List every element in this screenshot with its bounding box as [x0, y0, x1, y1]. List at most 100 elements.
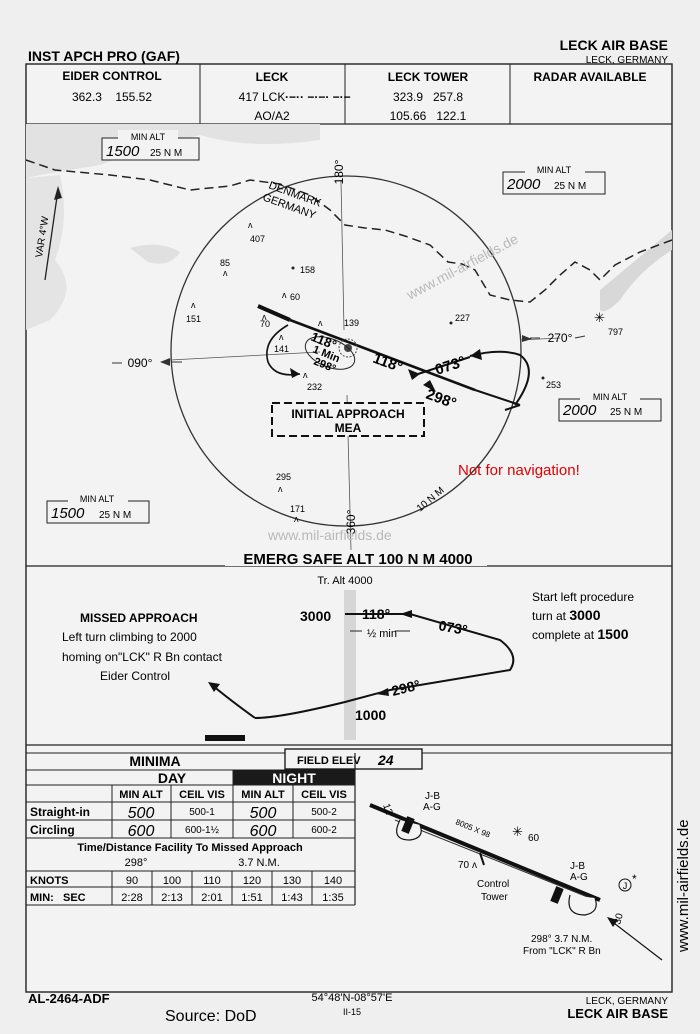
- col-night-min-alt: MIN ALT: [241, 789, 285, 801]
- comm-leck-freq: 417 LCK: [239, 90, 286, 104]
- airport-coordinates: 54°48'N-08°57'E: [312, 992, 393, 1004]
- comm-eider-label: EIDER CONTROL: [62, 69, 161, 83]
- knots-130: 130: [283, 875, 301, 887]
- aerodrome-course-note: 298° 3.7 N.M.: [531, 934, 592, 945]
- time-130: 1:43: [281, 892, 302, 904]
- time-140: 1:35: [322, 892, 343, 904]
- facility-title: Time/Distance Facility To Missed Approac…: [77, 842, 303, 854]
- runway-symbol: [257, 304, 291, 322]
- obstacle-icon: ʌ: [279, 332, 284, 342]
- circling-day-cv: 600-1½: [185, 825, 220, 836]
- comm-eider-freqs: 362.3 155.52: [72, 90, 152, 104]
- ten-nm-circle: [170, 175, 522, 527]
- min-alt-ne-label: MIN ALT: [537, 165, 572, 175]
- mea-label: MEA: [335, 421, 362, 435]
- time-120: 1:51: [241, 892, 262, 904]
- comm-leck-label: LECK: [256, 70, 289, 84]
- night-header: NIGHT: [272, 770, 316, 786]
- missed-approach-title: MISSED APPROACH: [80, 611, 198, 625]
- side-watermark: www.mil-airfields.de: [675, 819, 692, 953]
- field-elev-label: FIELD ELEV: [297, 755, 361, 767]
- elev-60: 60: [290, 292, 300, 302]
- min-alt-e: MIN ALT 2000 25 N M: [558, 391, 662, 422]
- straight-in-night-alt: 500: [250, 805, 277, 822]
- aerodrome-elev-60: 60: [528, 833, 540, 844]
- circling-night-cv: 600-2: [311, 825, 337, 836]
- elev-85: 85: [220, 258, 230, 268]
- elev-141: 141: [274, 344, 289, 354]
- comm-tower-row2: 105.66 122.1: [390, 109, 467, 123]
- aerodrome-from-note: From "LCK" R Bn: [523, 946, 601, 957]
- knots-140: 140: [324, 875, 342, 887]
- not-for-navigation: Not for navigation!: [458, 462, 580, 479]
- source-credit: Source: DoD: [165, 1008, 257, 1025]
- missed-approach-line1: Left turn climbing to 2000: [62, 630, 197, 644]
- knots-cells: 90 100 110 120 130 140: [126, 875, 342, 887]
- lighted-obstacle-icon: ✳: [512, 824, 523, 839]
- airbase-name: LECK AIR BASE: [560, 37, 668, 53]
- variation-arrow: [44, 189, 59, 281]
- morse-ident-icon: ·−·· −·−· −·−: [285, 90, 351, 104]
- profile-half-min: ½ min: [367, 628, 397, 640]
- time-cells: 2:28 2:13 2:01 1:51 1:43 1:35: [121, 892, 343, 904]
- knots-90: 90: [126, 875, 138, 887]
- lighted-obstacle-icon: ✳: [594, 310, 605, 325]
- min-alt-nw-label: MIN ALT: [131, 132, 166, 142]
- min-alt-nw: MIN ALT 1500 25 N M: [101, 130, 200, 161]
- min-alt-e-label: MIN ALT: [593, 392, 628, 402]
- comm-tower: LECK TOWER 323.9 257.8 105.66 122.1: [388, 70, 469, 123]
- min-alt-ne-value: 2000: [506, 176, 541, 193]
- international-border: [25, 159, 673, 303]
- obstacle-icon: ʌ: [294, 514, 299, 524]
- missed-approach-line3: Eider Control: [100, 669, 170, 683]
- initial-approach-box: INITIAL APPROACH MEA: [271, 402, 425, 437]
- footer-airbase: LECK AIR BASE: [567, 1006, 668, 1021]
- radial-180: 180°: [332, 159, 346, 184]
- procedure-note-line1: Start left procedure: [532, 590, 634, 604]
- profile-alt-3000: 3000: [300, 608, 331, 624]
- min-alt-e-dist: 25 N M: [610, 407, 642, 418]
- min-alt-nw-dist: 25 N M: [150, 148, 182, 159]
- profile-path: [254, 613, 515, 719]
- elev-295: 295: [276, 472, 291, 482]
- footer-location: LECK, GERMANY: [586, 996, 669, 1007]
- field-elev-value: 24: [377, 752, 394, 768]
- row-circling-label: Circling: [30, 823, 75, 837]
- j-marker-icon: [618, 878, 632, 892]
- obstacle-icon: ʌ: [262, 312, 267, 322]
- min-alt-ne: MIN ALT 2000 25 N M: [502, 164, 606, 195]
- elev-797: 797: [608, 327, 623, 337]
- straight-in-night-cv: 500-2: [311, 807, 337, 818]
- j-marker-label: J: [623, 881, 628, 891]
- aerodrome-sketch: J-B A-G J-B A-G 12 30 8005 X 98 ✳ 60 70 …: [369, 791, 663, 961]
- plate-frame: [25, 63, 673, 993]
- plate-title: INST APCH PRO (GAF): [28, 48, 180, 64]
- min-alt-ne-dist: 25 N M: [554, 181, 586, 192]
- missed-approach-line2: homing on"LCK" R Bn contact: [62, 650, 223, 664]
- watermark-2: www.mil-airfields.de: [267, 527, 392, 543]
- procedure-note-line2: turn at 3000: [532, 607, 601, 623]
- circling-night-alt: 600: [250, 823, 277, 840]
- transition-altitude: Tr. Alt 4000: [317, 575, 372, 587]
- document-id: AL-2464-ADF: [28, 991, 110, 1006]
- knots-120: 120: [243, 875, 261, 887]
- procedure-note-line3: complete at 1500: [532, 626, 629, 642]
- radial-090: 090°: [128, 356, 153, 370]
- obstacle-icon: ʌ: [191, 300, 196, 310]
- min-alt-sw-value: 1500: [51, 505, 85, 522]
- elev-158: 158: [300, 265, 315, 275]
- elev-407: 407: [250, 234, 265, 244]
- elev-151: 151: [186, 314, 201, 324]
- profile-course-073: 073°: [437, 617, 468, 638]
- min-alt-sw: MIN ALT 1500 25 N M: [46, 493, 150, 524]
- time-100: 2:13: [161, 892, 182, 904]
- comm-eider: EIDER CONTROL 362.3 155.52: [62, 69, 161, 104]
- row-straight-in-label: Straight-in: [30, 805, 90, 819]
- elev-227: 227: [455, 313, 470, 323]
- min-alt-sw-dist: 25 N M: [99, 510, 131, 521]
- obstacle-icon: ʌ: [223, 268, 228, 278]
- comm-tower-label: LECK TOWER: [388, 70, 469, 84]
- jb-ag-nw-1: J-B: [425, 791, 440, 802]
